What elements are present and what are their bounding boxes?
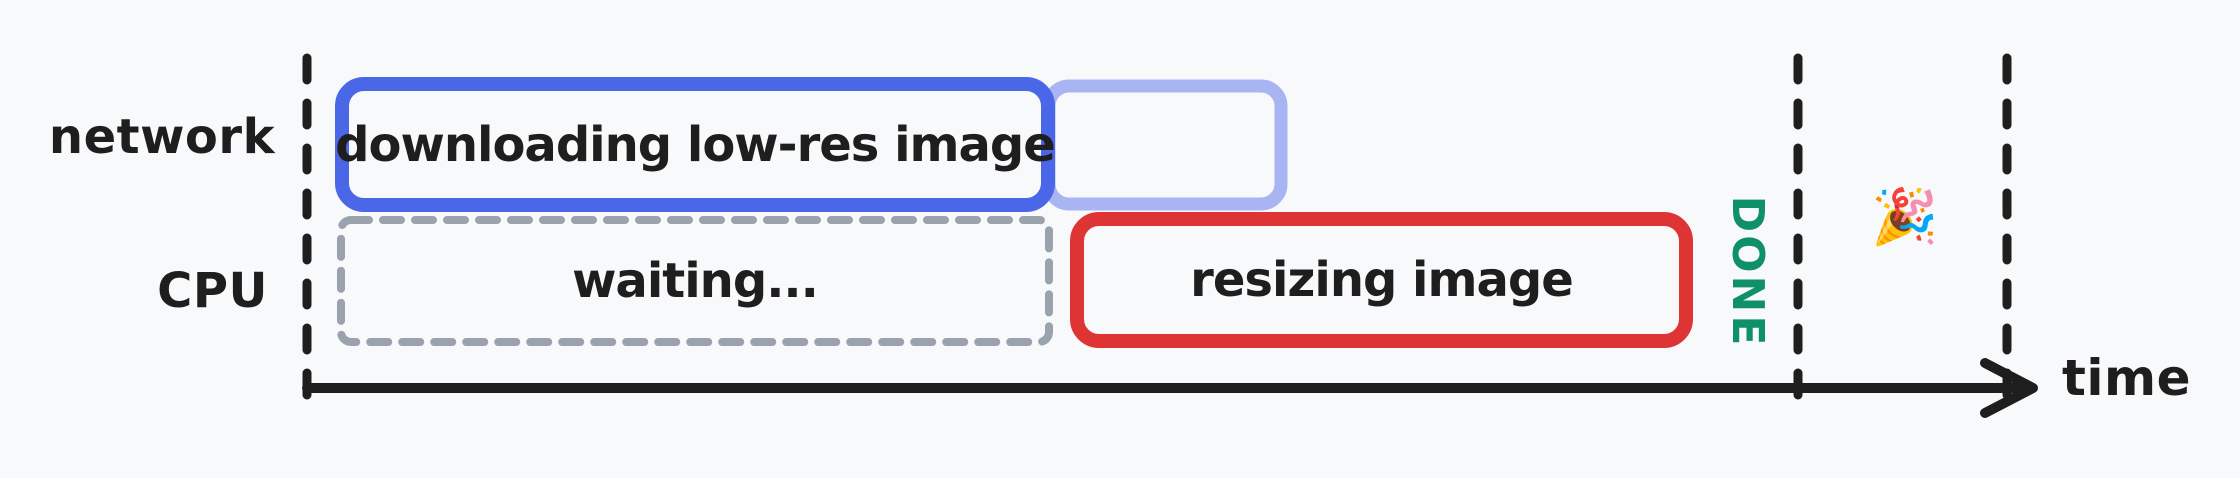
download-continuation-box [1042, 79, 1288, 211]
time-axis-arrowhead-icon [1980, 358, 2038, 418]
row-label-network: network [48, 109, 275, 165]
download-box-label: downloading low-res image [335, 116, 1056, 173]
resizing-box-label: resizing image [1190, 252, 1574, 308]
done-label: DONE [1722, 195, 1774, 349]
party-popper-emoji: 🎉 [1871, 185, 1939, 248]
resizing-box [1070, 212, 1693, 348]
download-box [335, 77, 1055, 212]
waiting-box [337, 216, 1053, 346]
time-axis-label: time [2062, 349, 2192, 407]
waiting-box-label: waiting... [572, 253, 819, 309]
row-label-cpu: CPU [157, 263, 268, 319]
